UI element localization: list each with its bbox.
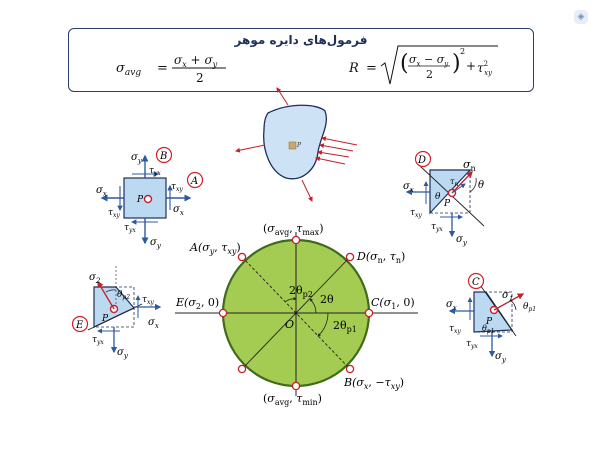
svg-text:σavg: σavg [116,61,141,78]
svg-text:σy: σy [150,237,162,250]
app-icon[interactable]: ◈ [574,10,588,24]
svg-text:σx: σx [173,204,184,217]
body-cube-icon [288,141,297,150]
svg-text:σx: σx [96,185,107,198]
svg-text:=: = [157,61,168,76]
svg-text:σx + σy: σx + σy [174,53,218,69]
formula-title: فرمول‌های دایره موهر [234,33,368,47]
formula-box: فرمول‌های دایره موهر [68,28,534,92]
svg-text:τyx: τyx [124,223,136,234]
stress-element-E: P σ2 θp2 τxy σx τyx σy E [71,266,162,360]
point-B [345,364,355,374]
loaded-body: P [235,87,358,202]
svg-text:τxy: τxy [449,324,461,335]
label-O: O [285,318,294,331]
svg-text:τyx: τyx [149,166,161,177]
point-top [291,235,301,245]
svg-text:(: ( [400,51,409,76]
svg-text:θp1: θp1 [523,302,536,313]
mohr-circle: (σavg, τmax) (σavg, τmin) A(σy, τxy) D(σ… [175,222,418,407]
badge-E [71,315,89,333]
svg-text:E: E [75,320,84,331]
svg-text:τxy: τxy [108,208,120,219]
formula-avg: σavg = σx + σy 2 [116,53,226,85]
svg-text:τxy: τxy [142,295,154,306]
svg-text:τyx: τyx [466,339,478,350]
svg-text:C: C [472,277,480,288]
svg-text:σx: σx [446,299,457,312]
label-E: E(σ2, 0) [175,296,219,311]
svg-text:B: B [159,151,167,162]
svg-text:P: P [136,195,144,205]
svg-text:θp1: θp1 [482,324,495,335]
svg-text:2: 2 [196,71,204,85]
point-A [237,252,247,262]
stress-element-original: P σy τyx σx τxy τxy σx τyx σy B A [96,146,204,250]
badge-A [186,171,204,189]
svg-text:τyx: τyx [92,335,104,346]
svg-text:σy: σy [131,152,143,165]
svg-text:2: 2 [460,47,465,56]
svg-text:σ1: σ1 [502,290,513,303]
svg-text:A: A [190,176,198,187]
svg-text:τn: τn [450,177,458,188]
label-B: B(σx, −τxy) [343,376,404,391]
svg-text:τxy: τxy [171,182,183,193]
svg-text:P: P [485,317,493,327]
svg-text:σx: σx [148,317,159,330]
stress-element-C: P σ1 θp1 θp1 σx τxy τyx σy C [446,272,536,364]
svg-text:+: + [466,59,476,73]
svg-text:τxy: τxy [410,208,422,219]
point-marker [143,194,153,204]
stress-element-D: P σn τn θ θ σx τxy τyx σy D [403,150,485,247]
label-2theta: 2θ [320,293,334,306]
body-point-label: P [296,142,302,149]
point-bottom [291,381,301,391]
svg-text:θp2: θp2 [117,290,130,301]
svg-text:τyx: τyx [431,222,443,233]
svg-text:2: 2 [426,68,433,81]
label-2theta-p2: 2θp2 [289,284,313,299]
label-top: (σavg, τmax) [263,222,324,237]
svg-text:=: = [366,61,377,76]
svg-text:R: R [348,61,359,76]
label-2theta-p1: 2θp1 [333,319,357,334]
point-C [364,308,374,318]
label-A: A(σy, τxy) [189,241,241,256]
svg-text:θ: θ [435,192,441,202]
svg-text:σn: σn [463,158,476,173]
point-E [218,308,228,318]
badge-B [155,146,173,164]
svg-text:P: P [443,199,451,209]
badge-C [467,272,485,290]
svg-text:D: D [417,155,426,166]
badge-D [414,150,432,168]
svg-text:σy: σy [117,347,129,360]
label-C: C(σ1, 0) [371,296,415,311]
point-D-opposite [237,364,247,374]
svg-text:P: P [101,314,109,324]
svg-text:σy: σy [495,351,507,364]
svg-text:σx: σx [403,181,414,194]
svg-text:σx − σy: σx − σy [409,53,449,68]
svg-text:σy: σy [456,234,468,247]
label-bottom: (σavg, τmin) [263,392,322,407]
label-D: D(σn, τn) [356,250,405,265]
svg-text:): ) [452,51,461,76]
svg-text:σ2: σ2 [89,272,101,285]
svg-text:θ: θ [478,180,484,191]
point-D [345,252,355,262]
